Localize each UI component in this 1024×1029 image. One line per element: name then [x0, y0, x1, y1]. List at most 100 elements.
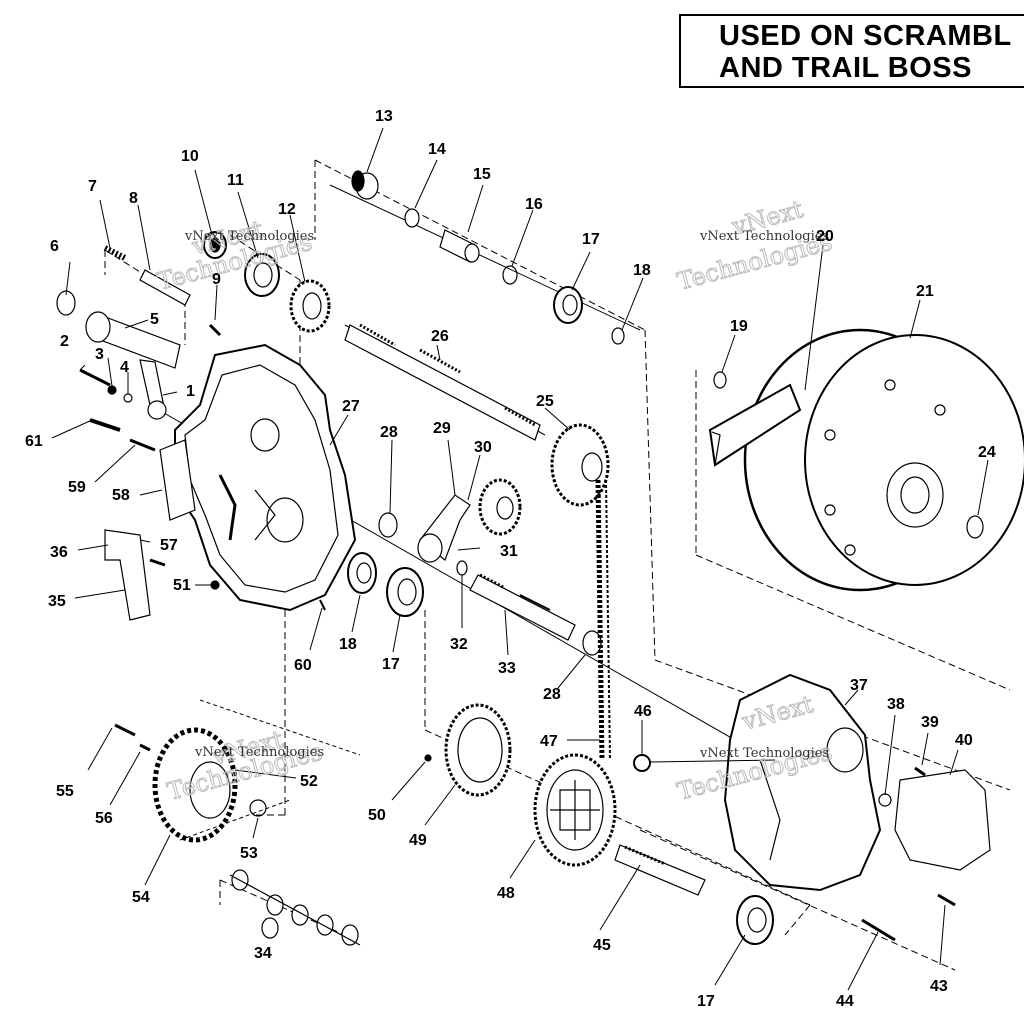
part-46-breather: [633, 754, 651, 772]
watermark-small: vNext Technologies: [194, 745, 324, 760]
callout-label: 37: [850, 677, 868, 694]
watermark-small: vNext Technologies: [699, 229, 829, 244]
part-12-gear: [289, 279, 331, 333]
callout-label: 10: [181, 148, 199, 165]
part-32-clip: [456, 560, 468, 576]
callout-label: 31: [500, 543, 518, 560]
part-60-pin: [319, 599, 326, 611]
part-18-seal: [347, 552, 377, 594]
part-47-chain: [595, 479, 605, 761]
part-8-pin: [139, 269, 191, 306]
leader-lines: [51, 127, 989, 991]
part-37-gear-housing: [723, 673, 882, 892]
callout-label: 24: [978, 444, 996, 461]
part-58-block: [159, 439, 196, 521]
callout-label: 12: [278, 201, 296, 218]
callout-label: 16: [525, 196, 543, 213]
part-11-bearing: [244, 253, 280, 297]
part-45-output-shaft: [614, 844, 706, 896]
watermark-small: vNext Technologies: [699, 746, 829, 761]
callout-label: 28: [380, 424, 398, 441]
part-27-gearcase: [174, 343, 357, 612]
callout-label: 5: [150, 311, 159, 328]
callout-label: 7: [88, 178, 97, 195]
part-24-washer: [966, 515, 984, 539]
part-15-sleeve: [439, 229, 480, 263]
callout-label: 56: [95, 810, 113, 827]
part-39-bolt: [914, 766, 926, 777]
callout-label: 47: [540, 733, 558, 750]
callout-label: 43: [930, 978, 948, 995]
part-47-chain-b: [605, 479, 611, 761]
title-line-1: USED ON SCRAMBL: [719, 20, 1012, 52]
part-54-sprocket-chain: [152, 699, 361, 843]
part-31-shift-fork: [417, 494, 471, 563]
callout-label: 34: [254, 945, 272, 962]
part-55-bolt: [114, 723, 136, 737]
callout-label: 52: [300, 773, 318, 790]
part-13-bearing: [351, 170, 379, 200]
callout-label: 44: [836, 993, 854, 1010]
part-17-bearing-mid: [386, 567, 424, 617]
part-33-shaft: [469, 573, 576, 641]
callout-label: 28: [543, 686, 561, 703]
part-17-bearing-lower: [736, 895, 774, 945]
part-30-gear: [478, 478, 522, 536]
callout-label: 15: [473, 166, 491, 183]
callout-label: 17: [382, 656, 400, 673]
part-17-bearing-top: [553, 286, 583, 324]
part-28-spacer-lower: [582, 630, 602, 656]
part-49-sprocket: [444, 703, 512, 797]
part-40-plate: [894, 769, 991, 871]
part-9-screw: [208, 323, 222, 337]
callout-label: 40: [955, 732, 973, 749]
callout-label: 25: [536, 393, 554, 410]
callout-label: 50: [368, 807, 386, 824]
callout-label: 53: [240, 845, 258, 862]
part-57-screw: [149, 558, 166, 567]
callout-label: 27: [342, 398, 360, 415]
callout-label: 59: [68, 479, 86, 496]
part-43-bolt: [937, 893, 956, 907]
callout-label: 1: [186, 383, 195, 400]
callout-label: 6: [50, 238, 59, 255]
callout-label: 46: [634, 703, 652, 720]
callout-label: 58: [112, 487, 130, 504]
callout-label: 36: [50, 544, 68, 561]
callout-label: 51: [173, 577, 191, 594]
callout-label: 32: [450, 636, 468, 653]
callout-label: 17: [582, 231, 600, 248]
callout-label: 4: [120, 359, 129, 376]
part-19-washer: [713, 371, 727, 389]
watermark-small: vNext Technologies: [184, 229, 314, 244]
part-26-shaft: [344, 323, 541, 441]
callout-label: 49: [409, 832, 427, 849]
part-53-washer: [249, 799, 267, 817]
callout-label: 2: [60, 333, 69, 350]
title-line-2: AND TRAIL BOSS: [719, 52, 972, 84]
part-10-seal: [203, 231, 227, 259]
part-38-seal: [878, 793, 892, 807]
part-25-gear: [550, 423, 610, 507]
callout-label: 38: [887, 696, 905, 713]
callout-label: 3: [95, 346, 104, 363]
callout-label: 29: [433, 420, 451, 437]
callout-label: 8: [129, 190, 138, 207]
callout-label: 18: [339, 636, 357, 653]
callout-label: 26: [431, 328, 449, 345]
callout-label: 57: [160, 537, 178, 554]
part-56-lock: [139, 743, 151, 752]
callout-label: 20: [816, 228, 834, 245]
part-28-spacer: [378, 512, 398, 538]
callout-label: 35: [48, 593, 66, 610]
callout-labels: 1 2 3 4 5 6 7 8 9 10 11 12 13 14 15 16 1…: [25, 108, 996, 1010]
callout-label: 17: [697, 993, 715, 1010]
part-1-shift-lever: [85, 311, 181, 420]
part-14-washer: [404, 208, 420, 228]
callout-label: 54: [132, 889, 150, 906]
title-box: USED ON SCRAMBL AND TRAIL BOSS: [679, 14, 1024, 88]
part-21-drive-clutch: [708, 328, 1024, 592]
part-35-bracket: [104, 529, 151, 621]
callout-label: 33: [498, 660, 516, 677]
